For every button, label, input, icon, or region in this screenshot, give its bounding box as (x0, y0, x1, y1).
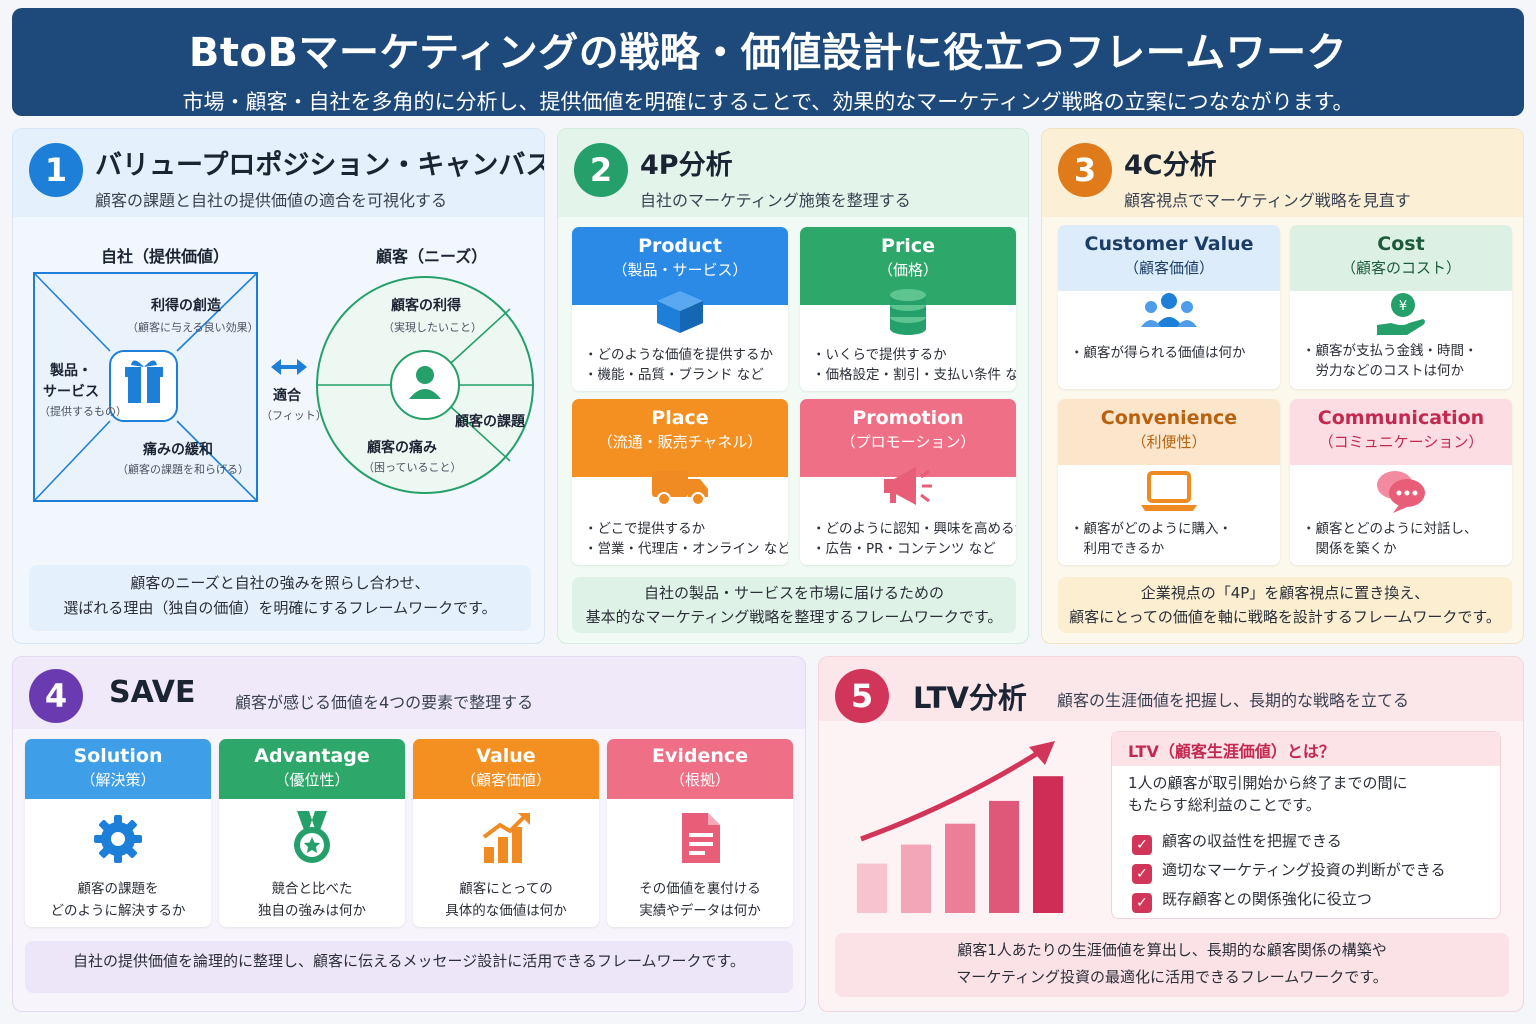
panel-number-badge: 2 (574, 143, 628, 197)
growth-chart-icon (482, 813, 530, 863)
megaphone-icon (884, 467, 932, 505)
company-label: 自社（提供価値） (101, 247, 230, 266)
panel-note: 自社の製品・サービスを市場に届けるための 基本的なマーケティング戦略を整理するフ… (572, 577, 1016, 633)
truck-icon (652, 471, 708, 506)
panel-title: バリュープロポジション・キャンバス (95, 150, 545, 181)
panel-number-badge: 5 (835, 669, 889, 723)
panel-number-badge: 1 (29, 143, 83, 197)
laptop-icon (1141, 471, 1197, 511)
panel-header: 5 LTV分析 顧客の生涯価値を把握し、長期的な戦略を立てる (819, 657, 1523, 723)
panel-title: LTV分析 (913, 681, 1027, 715)
panel-4c: 3 4C分析 顧客視点でマーケティング戦略を見直す Customer Value… (1041, 128, 1524, 644)
box-icon (657, 291, 703, 333)
fit-note: （フィット） (261, 409, 327, 422)
card-value: Value（顧客価値） 顧客にとっての 具体的な価値は何か (413, 739, 599, 927)
check-icon: ✓ (1132, 835, 1152, 855)
panel-4p: 2 4P分析 自社のマーケティング施策を整理する Product（製品・サービス… (557, 128, 1029, 644)
ltv-question: LTV（顧客生涯価値）とは？ (1112, 732, 1500, 766)
check-item: ✓適切なマーケティング投資の判断ができる (1132, 859, 1446, 884)
card-product: Product（製品・サービス） ・どのような価値を提供するか ・機能・品質・ブ… (572, 227, 788, 391)
gift-icon (125, 360, 163, 403)
card-price: Price（価格） ・いくらで提供するか ・価格設定・割引・支払い条件 など (800, 227, 1016, 391)
check-item: ✓既存顧客との関係強化に役立つ (1132, 888, 1372, 913)
check-icon: ✓ (1132, 864, 1152, 884)
card-advantage: Advantage（優位性） 競合と比べた 独自の強みは何か (219, 739, 405, 927)
card-promotion: Promotion（プロモーション） ・どのように認知・興味を高めるか ・広告・… (800, 399, 1016, 565)
svg-text:¥: ¥ (1399, 299, 1407, 314)
card-convenience: Convenience（利便性） ・顧客がどのように購入・ 利用できるか (1058, 399, 1280, 565)
page-header: BtoBマーケティングの戦略・価値設計に役立つフレームワーク 市場・顧客・自社を… (12, 8, 1524, 116)
page-subtitle: 市場・顧客・自社を多角的に分析し、提供価値を明確にすることで、効果的なマーケティ… (182, 90, 1354, 114)
panel-header: 2 4P分析 自社のマーケティング施策を整理する (558, 129, 1028, 217)
ltv-description: 1人の顧客が取引開始から終了までの間に もたらす総利益のことです。 (1128, 774, 1408, 814)
card-communication: Communication（コミュニケーション） ・顧客とどのように対話し、 関… (1290, 399, 1512, 565)
gain-creators-label: 利得の創造 (151, 298, 221, 314)
panel-subtitle: 顧客が感じる価値を4つの要素で整理する (235, 693, 534, 712)
card-solution: Solution（解決策） 顧客の課題を どのように解決するか (25, 739, 211, 927)
double-arrow-icon (271, 359, 307, 375)
ltv-bar (901, 844, 931, 913)
panel-subtitle: 顧客の課題と自社の提供価値の適合を可視化する (95, 191, 448, 210)
panel-title: 4P分析 (640, 150, 733, 181)
chat-icon (1377, 471, 1425, 513)
products-note: （提供するもの） (39, 405, 127, 418)
panel-subtitle: 自社のマーケティング施策を整理する (640, 191, 911, 210)
gain-creators-note: （顧客に与える良い効果） (127, 321, 259, 334)
yen-hand-icon: ¥ (1377, 293, 1425, 335)
pain-relievers-note: （顧客の課題を和らげる） (117, 463, 249, 476)
growth-arrow-line (860, 748, 1043, 842)
panel-save: 4 SAVE 顧客が感じる価値を4つの要素で整理する Solution（解決策）… (12, 656, 806, 1012)
ltv-bar (857, 863, 887, 913)
ltv-growth-chart (857, 741, 1063, 913)
panel-title: SAVE (109, 675, 196, 710)
card-place: Place（流通・販売チャネル） ・どこで提供するか ・営業・代理店・オンライン… (572, 399, 788, 565)
panel-number-badge: 3 (1058, 143, 1112, 197)
card-evidence: Evidence（根拠） その価値を裏付ける 実績やデータは何か (607, 739, 793, 927)
ltv-bar (989, 800, 1019, 913)
card-cost: Cost（顧客のコスト） ¥ ・顧客が支払う金銭・時間・ 労力などのコストは何か (1290, 225, 1512, 389)
panel-note: 自社の提供価値を論理的に整理し、顧客に伝えるメッセージ設計に活用できるフレームワ… (25, 941, 793, 993)
pains-label: 顧客の痛み (367, 440, 437, 456)
gear-icon (94, 815, 142, 863)
panel-ltv: 5 LTV分析 顧客の生涯価値を把握し、長期的な戦略を立てる LTV（顧客生涯価… (818, 656, 1524, 1012)
gains-note: （実現したいこと） (383, 321, 482, 334)
gains-label: 顧客の利得 (391, 298, 461, 314)
customer-label: 顧客（ニーズ） (376, 247, 488, 266)
people-icon (1141, 293, 1197, 327)
ltv-bar (1033, 776, 1063, 913)
panel-note: 顧客のニーズと自社の強みを照らし合わせ、 選ばれる理由（独自の価値）を明確にする… (29, 565, 531, 631)
growth-arrow-head (1029, 741, 1055, 765)
pains-note: （困っていること） (363, 461, 462, 474)
document-icon (682, 813, 720, 863)
medal-icon (294, 811, 330, 863)
panel-subtitle: 顧客視点でマーケティング戦略を見直す (1124, 191, 1411, 210)
check-icon: ✓ (1132, 893, 1152, 913)
ltv-definition-box: LTV（顧客生涯価値）とは？ 1人の顧客が取引開始から終了までの間に もたらす総… (1111, 731, 1501, 919)
pain-relievers-label: 痛みの緩和 (143, 442, 213, 458)
ltv-bar (945, 823, 975, 913)
panel-header: 1 バリュープロポジション・キャンバス 顧客の課題と自社の提供価値の適合を可視化… (13, 129, 544, 217)
panel-header: 3 4C分析 顧客視点でマーケティング戦略を見直す (1042, 129, 1523, 217)
panel-number-badge: 4 (29, 669, 83, 723)
panel-note: 顧客1人あたりの生涯価値を算出し、長期的な顧客関係の構築や マーケティング投資の… (835, 933, 1509, 997)
page-title: BtoBマーケティングの戦略・価値設計に役立つフレームワーク (188, 30, 1348, 76)
panel-subtitle: 顧客の生涯価値を把握し、長期的な戦略を立てる (1057, 691, 1410, 710)
customer-icon (409, 366, 441, 399)
panel-note: 企業視点の「4P」を顧客視点に置き換え、 顧客にとっての価値を軸に戦略を設計する… (1058, 577, 1512, 633)
panel-title: 4C分析 (1124, 150, 1217, 181)
value-map-diagram (33, 272, 534, 502)
coins-icon (890, 289, 926, 335)
jobs-label: 顧客の課題 (455, 414, 525, 430)
check-item: ✓顧客の収益性を把握できる (1132, 830, 1342, 855)
products-label: 製品・ サービス (43, 363, 99, 400)
fit-label: 適合 (273, 388, 301, 404)
card-customer-value: Customer Value（顧客価値） ・顧客が得られる価値は何か (1058, 225, 1280, 389)
panel-header: 4 SAVE 顧客が感じる価値を4つの要素で整理する (13, 657, 805, 729)
panel-value-proposition: 1 バリュープロポジション・キャンバス 顧客の課題と自社の提供価値の適合を可視化… (12, 128, 545, 644)
